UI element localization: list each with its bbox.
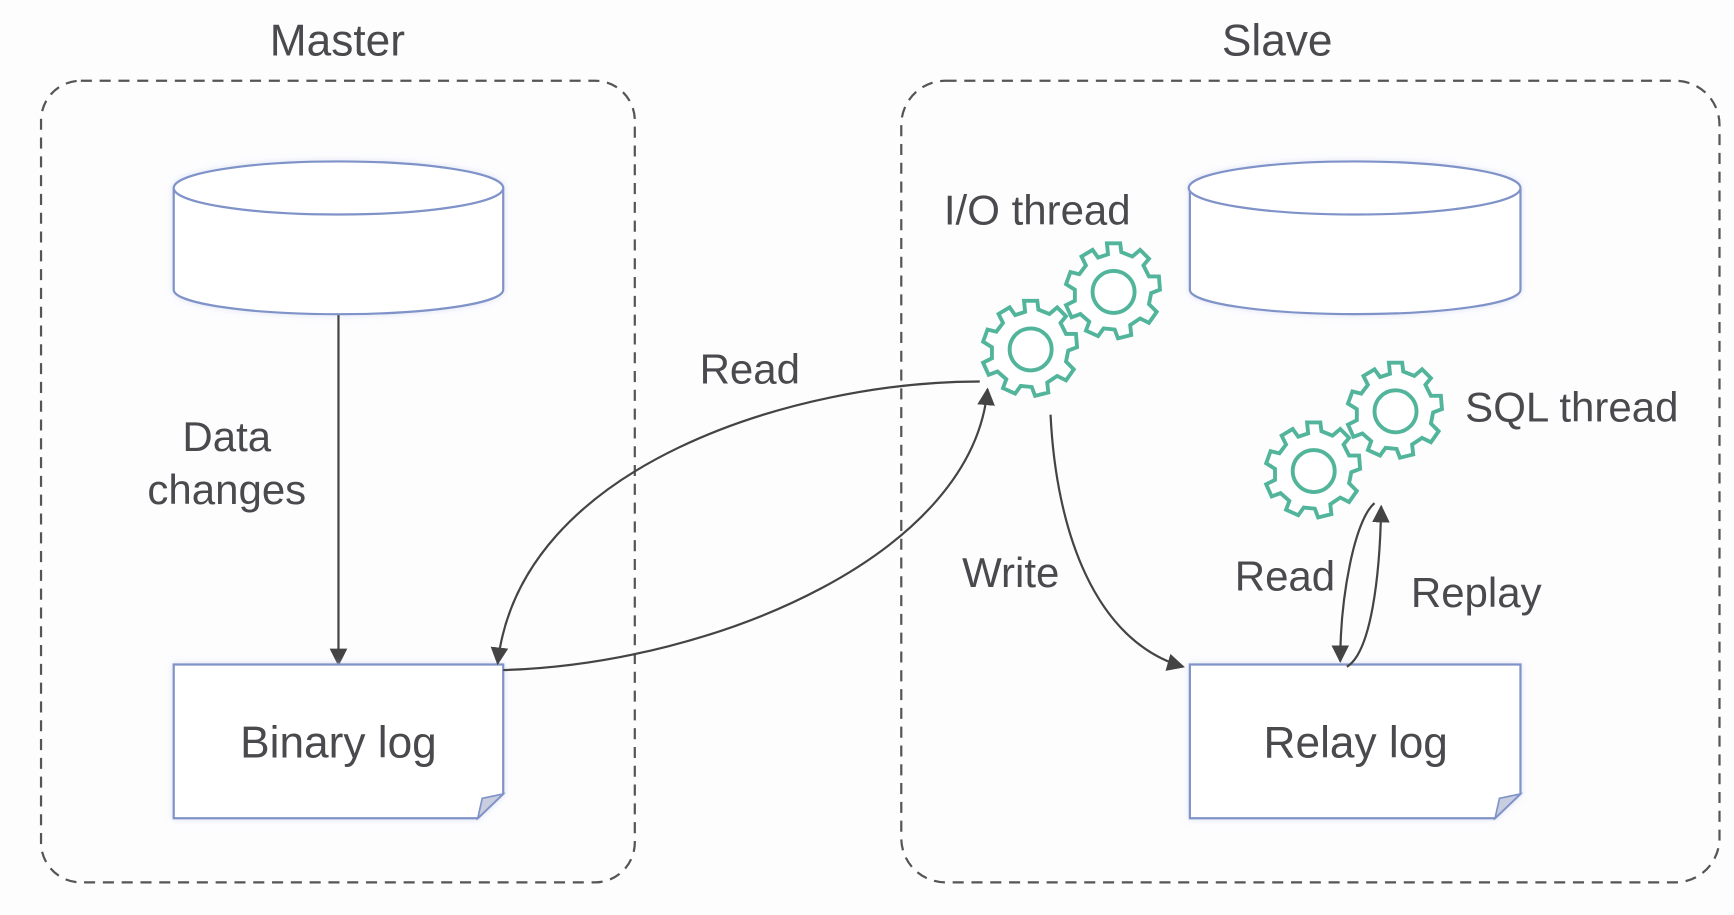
io-thread-gears-icon[interactable] bbox=[981, 241, 1162, 398]
master-container: Master bbox=[39, 16, 636, 884]
master-database-icon[interactable] bbox=[172, 160, 505, 316]
write-arrow bbox=[1049, 414, 1185, 671]
binary-log-node[interactable] bbox=[172, 663, 506, 821]
sql-thread-label: SQL thread bbox=[1465, 383, 1678, 430]
binary-log-label: Binary log bbox=[240, 718, 437, 767]
page-fold-icon bbox=[476, 792, 506, 821]
relay-log-node[interactable] bbox=[1188, 663, 1524, 821]
data-changes-label-line2: changes bbox=[147, 466, 306, 513]
master-boundary bbox=[39, 79, 636, 884]
sql-read-arrow bbox=[1331, 502, 1376, 663]
write-label: Write bbox=[962, 549, 1059, 596]
slave-container: Slave bbox=[900, 16, 1721, 884]
read-request-arrow bbox=[490, 380, 980, 666]
sql-read-label: Read bbox=[1235, 552, 1335, 599]
read-label: Read bbox=[700, 346, 800, 393]
master-title: Master bbox=[270, 16, 405, 65]
slave-database-icon[interactable] bbox=[1187, 160, 1522, 316]
slave-boundary bbox=[900, 79, 1721, 884]
page-fold-icon bbox=[1493, 792, 1524, 821]
replay-arrow bbox=[1346, 504, 1390, 668]
data-changes-label-line1: Data bbox=[182, 413, 271, 460]
relay-log-label: Relay log bbox=[1264, 718, 1448, 767]
slave-title: Slave bbox=[1222, 16, 1333, 65]
io-thread-label: I/O thread bbox=[944, 186, 1131, 233]
binlog-transfer-arrow bbox=[503, 387, 995, 672]
replay-label: Replay bbox=[1411, 569, 1542, 616]
sql-thread-gears-icon[interactable] bbox=[1264, 360, 1444, 520]
